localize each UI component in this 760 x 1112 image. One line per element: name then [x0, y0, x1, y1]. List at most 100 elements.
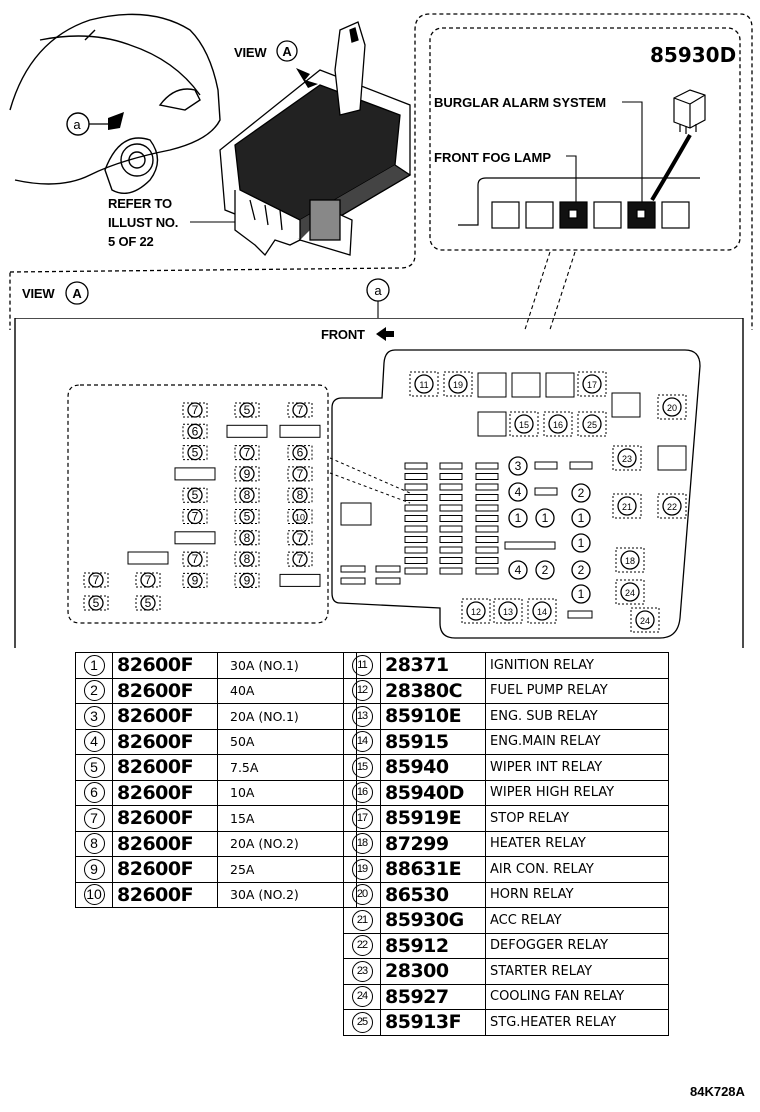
relay-description: AIR CON. RELAY [485, 856, 669, 883]
relay-number: 25 [351, 1011, 373, 1033]
layout-slot [477, 411, 507, 437]
layout-position-circle [187, 551, 203, 567]
layout-position-label: 6 [297, 446, 304, 460]
relay-part-number: 28380C [380, 677, 486, 704]
layout-position-label: 11 [419, 380, 428, 390]
layout-position-label: 23 [622, 454, 632, 464]
fuse-rating: 25A [217, 856, 357, 883]
layout-slot [475, 462, 499, 470]
relay-description: HEATER RELAY [485, 830, 669, 857]
location-marker-icon [108, 112, 124, 130]
fuse-rating: 30A (NO.2) [217, 881, 357, 908]
relay-number: 17 [351, 807, 373, 829]
relay-description: IGNITION RELAY [485, 652, 669, 679]
layout-position-circle [498, 601, 518, 621]
layout-position-label: 20 [667, 403, 677, 413]
layout-position-circle [508, 482, 528, 502]
relay-part-number: 87299 [380, 830, 486, 857]
relay-description: WIPER INT RELAY [485, 754, 669, 781]
layout-position-circle [140, 572, 156, 588]
layout-slot [534, 487, 558, 496]
layout-position-label: 1 [578, 587, 585, 601]
layout-slot [439, 567, 463, 575]
fuse-rating: 40A [217, 677, 357, 704]
layout-position-label: 7 [192, 403, 199, 417]
layout-slot [475, 494, 499, 501]
fuse-part-number: 82600F [112, 728, 218, 755]
layout-slot [569, 461, 593, 470]
fuse-number: 6 [83, 782, 105, 804]
layout-position-circle [617, 496, 637, 516]
layout-position-label: 19 [453, 380, 463, 390]
layout-position-circle [514, 414, 534, 434]
layout-position-label: 1 [578, 536, 585, 550]
layout-position-label: 2 [578, 563, 585, 577]
layout-slot [404, 536, 428, 543]
fuse-part-number: 82600F [112, 805, 218, 832]
layout-slot [475, 567, 499, 575]
layout-position-circle [239, 508, 255, 525]
layout-slot [340, 565, 366, 573]
inset-dashed-box [429, 27, 741, 251]
relay-description: DEFOGGER RELAY [485, 932, 669, 959]
layout-position-label: 5 [192, 488, 199, 502]
layout-slot [404, 557, 428, 564]
relay-number: 21 [351, 909, 373, 931]
relay-number: 15 [351, 756, 373, 778]
fuse-number: 7 [83, 807, 105, 829]
layout-position-circle [187, 423, 203, 439]
layout-position-label: 3 [515, 459, 522, 473]
layout-position-label: 17 [587, 380, 597, 390]
layout-slot [439, 483, 463, 491]
fuse-number-cell: 8 [75, 830, 113, 857]
relay-description: HORN RELAY [485, 881, 669, 908]
relay-number: 13 [351, 705, 373, 727]
layout-position-circle [239, 487, 255, 503]
fuse-rating: 20A (NO.2) [217, 830, 357, 857]
relay-description: ACC RELAY [485, 907, 669, 934]
layout-position-circle [239, 466, 255, 482]
layout-slot [475, 557, 499, 564]
layout-position-label: 10 [295, 513, 305, 523]
main-view-letter: A [72, 286, 82, 301]
relay-number-cell: 23 [343, 958, 381, 985]
relay-part-number: 85930G [380, 907, 486, 934]
relay-number-cell: 18 [343, 830, 381, 857]
fuse-number-cell: 3 [75, 703, 113, 730]
callout-a-letter: a [73, 117, 81, 132]
layout-position-label: 14 [537, 607, 547, 617]
fuse-part-number: 82600F [112, 652, 218, 679]
fuse-number-cell: 5 [75, 754, 113, 781]
fuse-number-cell: 7 [75, 805, 113, 832]
relay-description: STG.HEATER RELAY [485, 1009, 669, 1036]
relay-part-number: 85927 [380, 983, 486, 1010]
layout-position-label: 24 [625, 588, 635, 598]
relay-number-cell: 11 [343, 652, 381, 679]
layout-position-label: 7 [145, 573, 152, 587]
layout-slot [439, 515, 463, 522]
fuse-number-cell: 10 [75, 881, 113, 908]
layout-position-label: 8 [244, 531, 251, 545]
relay-number-cell: 21 [343, 907, 381, 934]
layout-position-label: 7 [192, 552, 199, 566]
layout-position-label: 7 [297, 552, 304, 566]
layout-position-circle [239, 530, 255, 546]
fuse-part-number: 82600F [112, 856, 218, 883]
fuse-number: 5 [83, 756, 105, 778]
relay-part-number: 85940 [380, 754, 486, 781]
layout-position-label: 18 [625, 556, 635, 566]
relay-number-cell: 22 [343, 932, 381, 959]
